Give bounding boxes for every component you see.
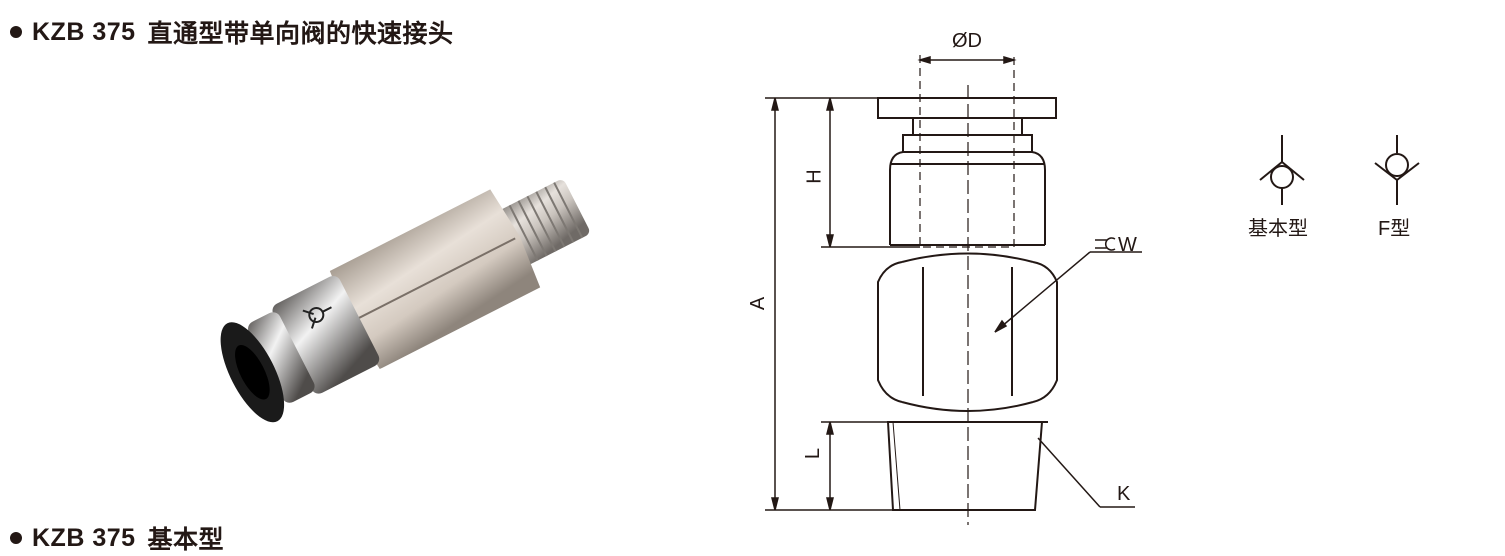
thread-label: K xyxy=(1117,483,1131,505)
main-heading: KZB 375 直通型带单向阀的快速接头 xyxy=(10,14,454,50)
thread-length-label: L xyxy=(802,447,825,460)
diameter-label: ØD xyxy=(952,30,982,52)
section-heading: KZB 375 基本型 xyxy=(10,520,224,556)
check-valve-basic-icon xyxy=(1259,135,1305,205)
technical-drawing: ØD H A W L K xyxy=(730,20,1150,530)
symbol-label-basic: 基本型 xyxy=(1248,218,1308,240)
bullet-icon xyxy=(10,26,22,38)
section-heading-title: 基本型 xyxy=(147,526,225,554)
check-valve-f-type-icon xyxy=(1374,135,1420,205)
main-heading-model: KZB 375 xyxy=(32,17,136,46)
symbol-label-f-type: F型 xyxy=(1378,218,1411,240)
overall-length-label: A xyxy=(747,296,770,311)
bullet-icon xyxy=(10,532,22,544)
height-label: H xyxy=(803,169,826,184)
main-heading-title: 直通型带单向阀的快速接头 xyxy=(147,20,454,48)
section-heading-model: KZB 375 xyxy=(32,523,136,552)
valve-symbols: 基本型 F型 xyxy=(1230,125,1450,245)
product-photo xyxy=(190,140,640,450)
wrench-size-label: W xyxy=(1118,234,1137,256)
